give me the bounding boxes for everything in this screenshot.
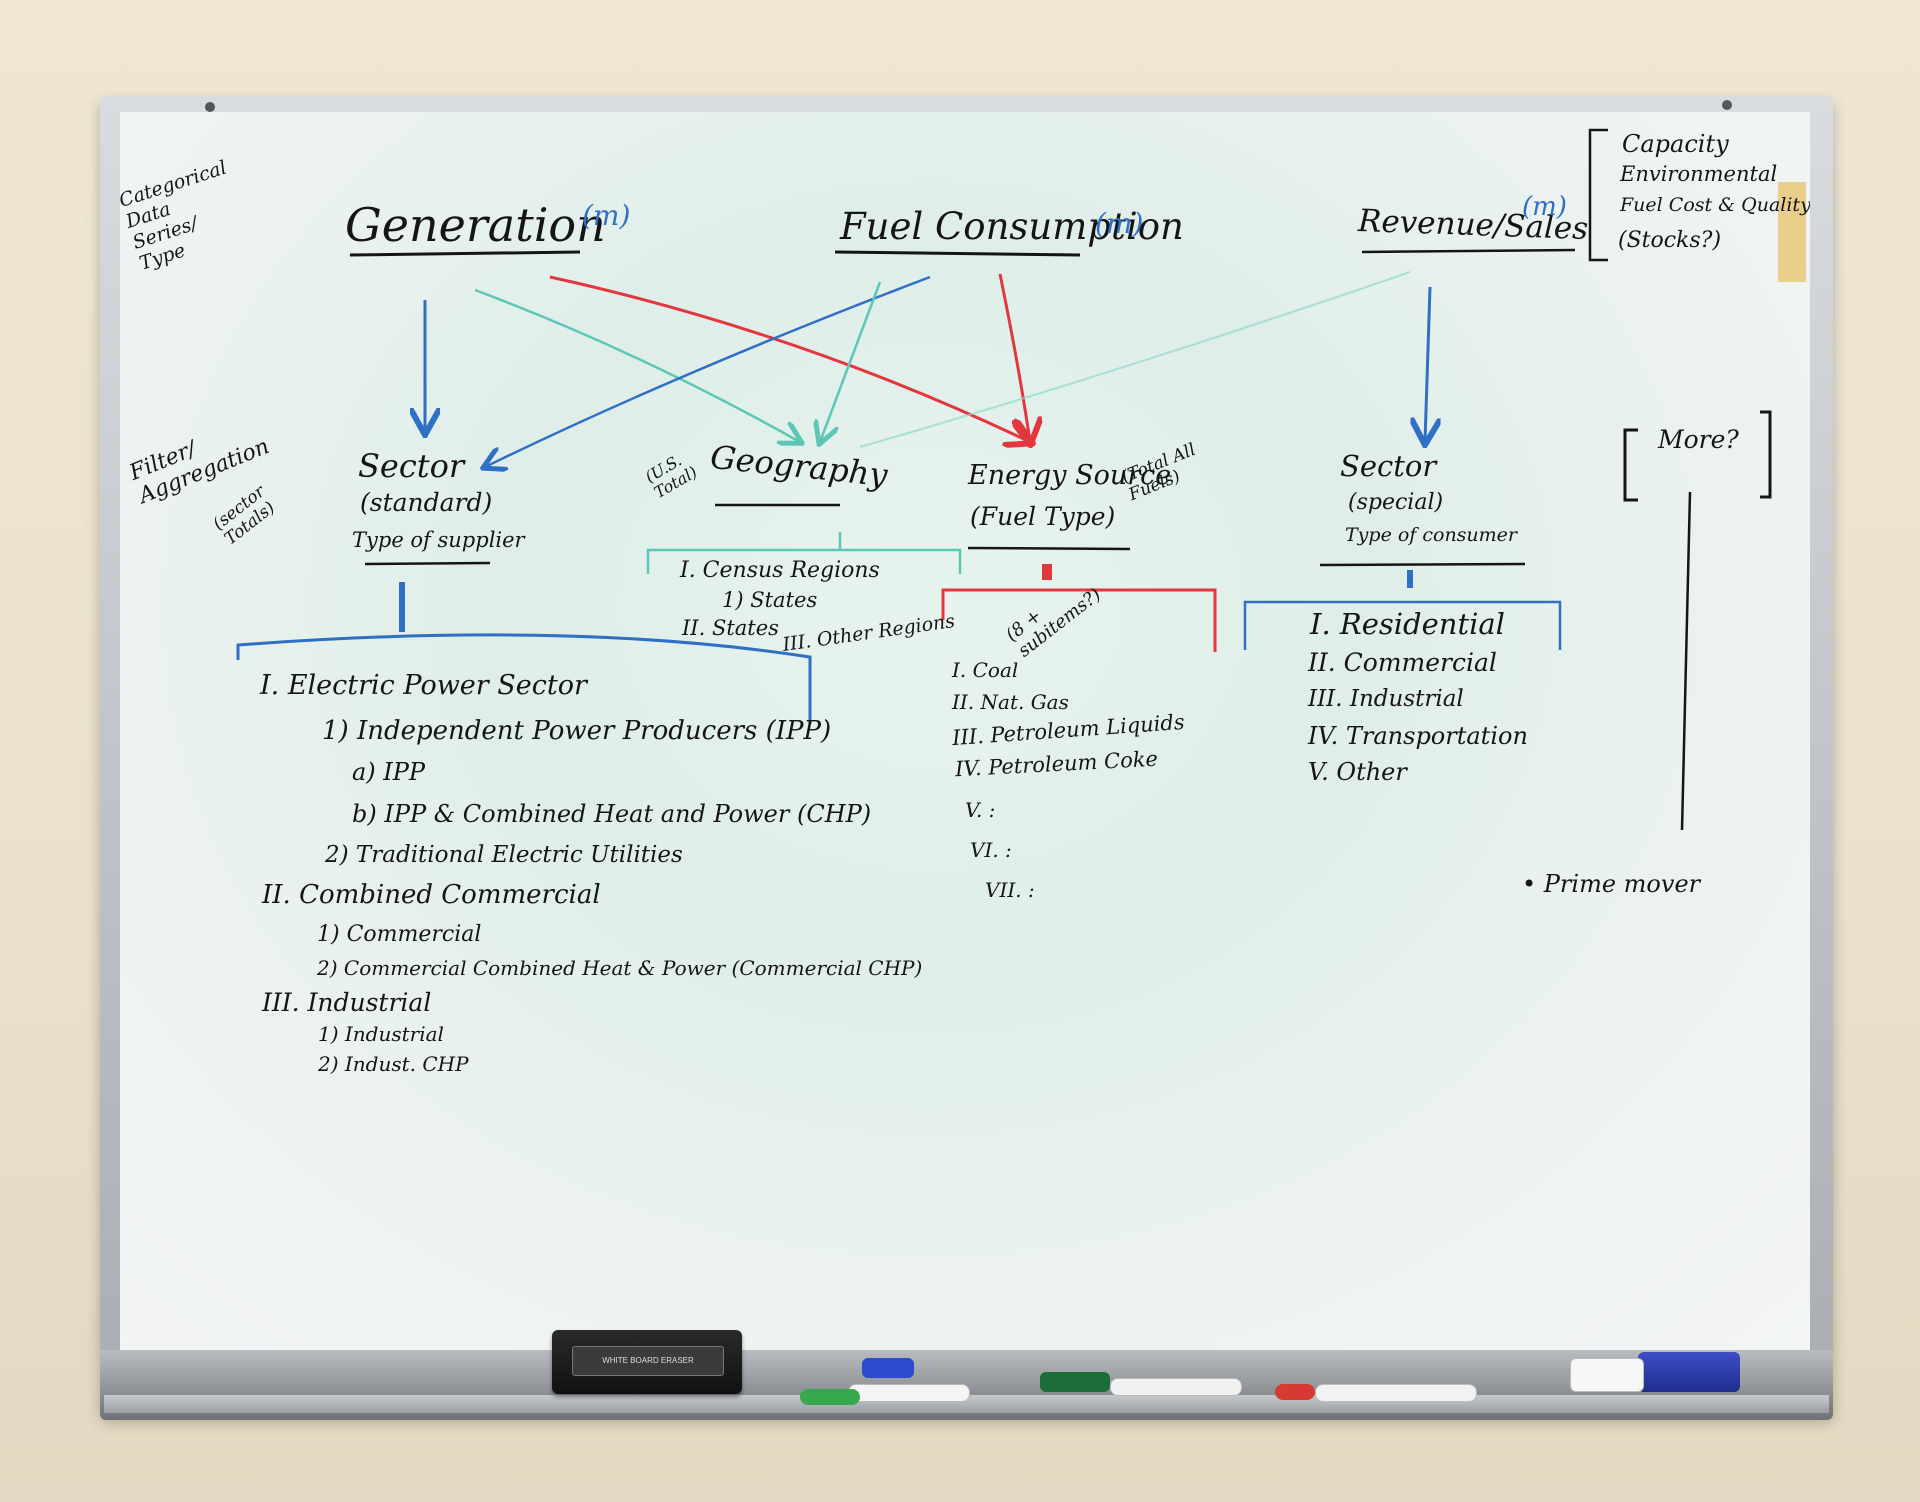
more-line bbox=[1680, 491, 1692, 831]
energy-bracket-stem bbox=[1042, 564, 1052, 580]
list-item: V. : bbox=[965, 798, 996, 822]
arrow-fuel-sector bbox=[485, 275, 931, 467]
list-item: I. Coal bbox=[952, 658, 1019, 682]
prime-mover-label: • Prime mover bbox=[1522, 870, 1701, 898]
list-item: 2) Indust. CHP bbox=[318, 1052, 469, 1076]
list-item: VI. : bbox=[970, 838, 1012, 862]
arrow-rev-sector bbox=[1425, 286, 1430, 442]
frame-screw bbox=[1722, 100, 1732, 110]
list-item: 2) Traditional Electric Utilities bbox=[325, 842, 683, 868]
whiteboard-eraser[interactable]: WHITE BOARD ERASER bbox=[552, 1330, 742, 1394]
sector-special-bracket bbox=[1243, 600, 1562, 650]
list-item: IV. Transportation bbox=[1308, 722, 1528, 750]
green-marker-cap bbox=[800, 1389, 860, 1405]
arrow-gen-energy bbox=[549, 275, 1030, 442]
list-item: I. Residential bbox=[1310, 607, 1505, 641]
generation-underline bbox=[349, 250, 581, 257]
generation-title: Generation bbox=[345, 198, 606, 252]
list-item: II. States bbox=[682, 616, 779, 640]
geography-bracket bbox=[646, 548, 962, 574]
list-item: II. Combined Commercial bbox=[262, 880, 601, 910]
sector-standard-type: Type of supplier bbox=[352, 528, 525, 552]
list-item: b) IPP & Combined Heat and Power (CHP) bbox=[352, 800, 872, 828]
fuel-consumption-m: (m) bbox=[1095, 207, 1144, 240]
sector-special-underline bbox=[1319, 562, 1526, 567]
more-bracket-right bbox=[1760, 410, 1772, 499]
white-marker[interactable] bbox=[1110, 1378, 1242, 1396]
energy-source-title: Energy Source bbox=[968, 460, 1172, 491]
list-item: a) IPP bbox=[352, 758, 426, 786]
list-item: 1) States bbox=[722, 588, 818, 612]
list-item: 1) Commercial bbox=[317, 922, 482, 947]
list-item: V. Other bbox=[1308, 758, 1407, 786]
energy-underline bbox=[967, 546, 1131, 551]
list-item: I. Electric Power Sector bbox=[260, 670, 587, 701]
whiteboard-surface: Categorical Data Series/ Type Filter/ Ag… bbox=[120, 112, 1810, 1350]
list-item: VII. : bbox=[985, 878, 1035, 902]
list-item: 1) Independent Power Producers (IPP) bbox=[322, 716, 832, 746]
green-marker[interactable] bbox=[1040, 1372, 1110, 1392]
fuel-underline bbox=[834, 250, 1081, 257]
arrow-rev-geography bbox=[859, 271, 1411, 448]
sector-standard-sub: (standard) bbox=[360, 488, 493, 517]
whiteboard-lines bbox=[236, 128, 1806, 831]
list-item: 1) Industrial bbox=[318, 1022, 444, 1046]
blue-marker-jumbo[interactable] bbox=[1638, 1352, 1740, 1392]
jumbo-marker-body bbox=[1570, 1358, 1644, 1392]
list-item: II. Nat. Gas bbox=[952, 690, 1069, 714]
sector-special-title: Sector bbox=[1340, 449, 1437, 483]
arrow-gen-geography bbox=[474, 288, 800, 442]
list-item: I. Census Regions bbox=[680, 558, 880, 583]
blue-marker[interactable] bbox=[848, 1384, 970, 1402]
sector-std-underline bbox=[364, 561, 491, 566]
right-list-item: Capacity bbox=[1622, 130, 1729, 158]
revenue-sales-m: (m) bbox=[1522, 192, 1567, 222]
sector-std-bracket bbox=[236, 633, 812, 724]
arrow-fuel-energy bbox=[998, 273, 1030, 442]
list-item: II. Commercial bbox=[1308, 648, 1497, 677]
energy-bracket bbox=[941, 588, 1217, 652]
revenue-underline bbox=[1361, 248, 1576, 254]
right-list-item: Environmental bbox=[1620, 162, 1778, 186]
arrow-fuel-geography bbox=[820, 281, 882, 442]
more-bracket-left bbox=[1623, 428, 1638, 502]
sector-standard-title: Sector bbox=[358, 447, 465, 485]
right-list-bracket bbox=[1588, 128, 1608, 262]
list-item: III. Industrial bbox=[262, 988, 432, 1017]
right-list-item: Fuel Cost & Quality bbox=[1620, 194, 1810, 216]
sector-special-bracket-stem bbox=[1407, 570, 1413, 588]
energy-fuel-type: (Fuel Type) bbox=[970, 502, 1116, 531]
more-label: More? bbox=[1658, 425, 1739, 454]
red-marker-cap bbox=[1275, 1384, 1315, 1400]
sector-special-type: Type of consumer bbox=[1345, 524, 1518, 546]
right-list-item: (Stocks?) bbox=[1618, 228, 1722, 253]
list-item: III. Industrial bbox=[1308, 686, 1464, 712]
list-item: 2) Commercial Combined Heat & Power (Com… bbox=[317, 956, 923, 980]
generation-m: (m) bbox=[582, 199, 631, 232]
blue-marker-cap bbox=[862, 1358, 914, 1378]
fuel-consumption-title: Fuel Consumption bbox=[840, 205, 1184, 248]
tape-strip bbox=[1778, 182, 1806, 282]
frame-screw bbox=[205, 102, 215, 112]
red-marker[interactable] bbox=[1315, 1384, 1477, 1402]
eraser-label: WHITE BOARD ERASER bbox=[572, 1346, 724, 1376]
sector-special-sub: (special) bbox=[1348, 490, 1444, 515]
